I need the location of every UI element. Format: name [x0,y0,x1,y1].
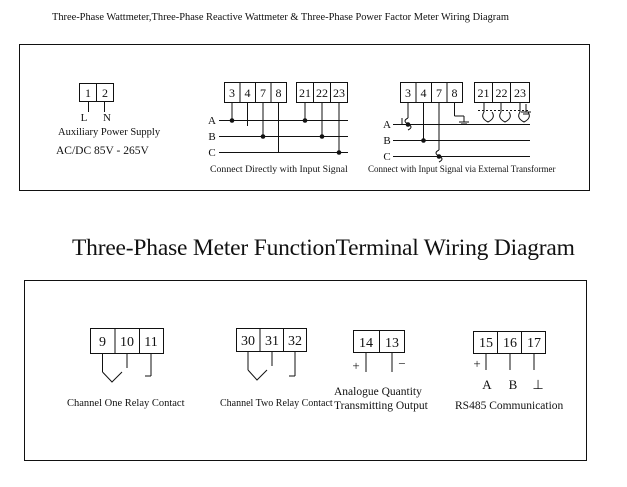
junction-dot [421,138,426,143]
junction-dots [229,118,442,159]
ct-current-terminal-block [474,82,530,103]
aux-l-label: L [81,112,88,124]
direct-terminal-22: 22 [316,86,328,100]
aux-spec: AC/DC 85V - 265V [56,145,149,157]
ct-phase-lines [393,102,530,157]
ct-terminal-7: 7 [436,86,442,100]
relay-one-terminal-11: 11 [144,335,157,350]
junction-dot [302,118,308,123]
top-title: Three-Phase Wattmeter,Three-Phase Reacti… [52,12,509,23]
aux-terminal-block [79,83,114,112]
relay-one-terminal-block [90,328,164,383]
rs485-caption: RS485 Communication [455,400,564,412]
junction-dot [260,134,266,139]
top-panel-frame [19,44,590,191]
direct-terminal-7: 7 [260,86,266,100]
relay-two-terminal-30: 30 [241,334,255,349]
ct-phase-a: A [383,119,391,131]
direct-phase-lines [219,102,348,153]
aux-terminal-1: 1 [85,86,91,100]
direct-phase-b: B [208,131,215,143]
ct-terminal-23: 23 [514,86,526,100]
ct-terminal-4: 4 [421,86,427,100]
direct-phase-c: C [208,147,215,159]
relay-one-terminal-9: 9 [99,335,106,350]
analogue-terminal-14: 14 [359,336,373,351]
direct-terminal-21: 21 [299,86,311,100]
junction-dot [405,122,411,127]
aux-terminal-2: 2 [102,86,108,100]
rs485-label-b: B [509,377,518,392]
relay-two-terminal-block [236,328,307,381]
junction-dot [336,150,342,155]
ct-phase-c: C [383,151,390,163]
relay-two-terminal-31: 31 [265,334,279,349]
rs485-terminal-17: 17 [527,336,541,351]
junction-dot [319,134,325,139]
relay-two-caption: Channel Two Relay Contact [220,398,333,409]
analogue-plus: + [352,358,359,373]
junction-dot [229,118,235,123]
junction-dot [436,154,442,159]
ct-voltage-terminal-block [400,82,463,103]
direct-terminal-3: 3 [229,86,235,100]
aux-n-label: N [103,112,111,124]
relay-one-caption: Channel One Relay Contact [67,398,185,409]
aux-title: Auxiliary Power Supply [58,127,161,138]
section-title: Three-Phase Meter FunctionTerminal Wirin… [72,235,575,261]
rs485-plus: + [473,356,480,371]
rs485-label-a: A [482,377,492,392]
analogue-terminal-13: 13 [385,336,399,351]
ct-terminal-22: 22 [496,86,508,100]
relay-one-terminal-10: 10 [120,335,134,350]
rs485-terminal-block [473,331,546,370]
analogue-caption-line1: Analogue Quantity [334,386,422,398]
direct-phase-a: A [208,115,216,127]
analogue-caption-line2: Transmitting Output [334,400,428,412]
analogue-minus: − [398,356,405,371]
ct-caption: Connect with Input Signal via External T… [368,164,556,174]
bottom-panel-frame [24,280,587,461]
direct-terminal-8: 8 [276,86,282,100]
relay-two-terminal-32: 32 [288,334,302,349]
analogue-terminal-block [353,330,405,372]
rs485-terminal-16: 16 [503,336,517,351]
rs485-label-ground: ⊥ [532,377,543,392]
direct-terminal-23: 23 [333,86,345,100]
direct-voltage-terminal-block [224,82,287,103]
rs485-terminal-15: 15 [479,336,493,351]
ct-transformer-coils [401,102,531,163]
ct-terminal-21: 21 [478,86,490,100]
ct-phase-b: B [383,135,390,147]
direct-caption: Connect Directly with Input Signal [210,164,348,175]
ct-terminal-8: 8 [452,86,458,100]
ct-terminal-3: 3 [405,86,411,100]
direct-terminal-4: 4 [245,86,251,100]
